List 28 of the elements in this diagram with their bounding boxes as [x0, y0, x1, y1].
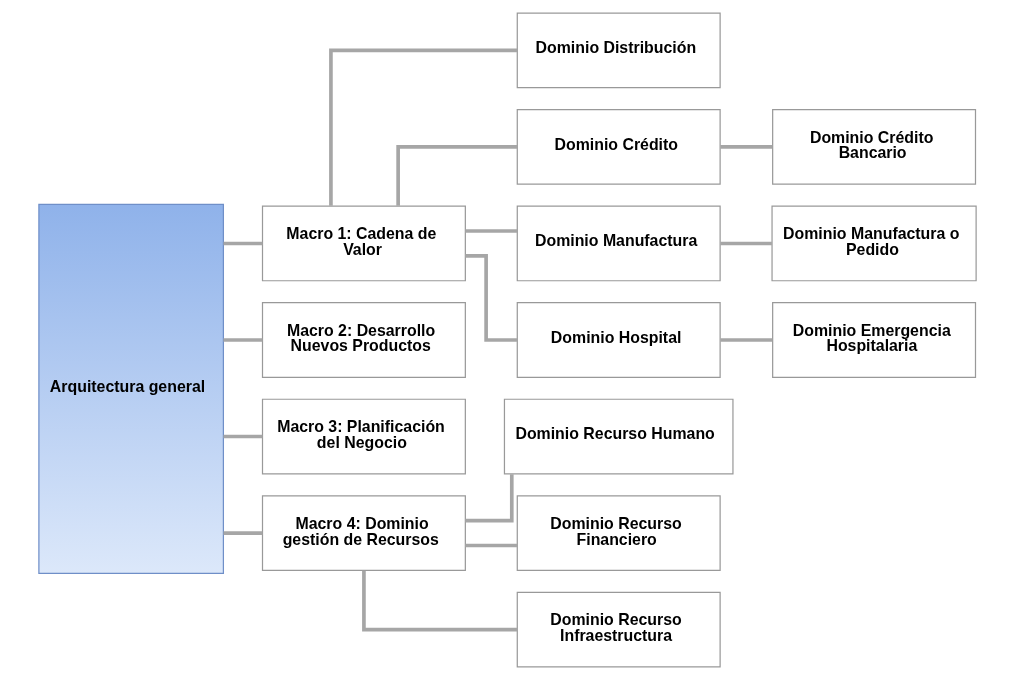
node-box: Macro 2: Desarrollo Nuevos Productos [261, 302, 466, 378]
node-box: Dominio Recurso Financiero [516, 495, 721, 571]
node-box: Dominio Crédito Bancario [772, 109, 977, 185]
connector [362, 570, 518, 632]
connector [465, 229, 518, 233]
node-box: Dominio Recurso Humano [503, 398, 734, 475]
connector [720, 338, 773, 342]
connector [329, 48, 518, 206]
connector [223, 434, 263, 439]
connector [223, 531, 263, 535]
node-box: Dominio Distribución [516, 12, 721, 89]
node-box: Macro 3: Planificación del Negocio [261, 398, 466, 475]
node-box: Dominio Manufactura [516, 205, 721, 282]
node-box: Arquitectura general [38, 203, 224, 574]
connector [465, 543, 518, 548]
connector [465, 474, 514, 523]
node-box: Dominio Recurso Infraestructura [516, 591, 721, 668]
node-box: Dominio Manufactura o Pedido [771, 205, 977, 282]
connector [223, 338, 263, 342]
node-box: Macro 1: Cadena de Valor [261, 205, 466, 282]
connector [396, 145, 518, 206]
node-box: Dominio Crédito [516, 109, 721, 185]
connector [720, 241, 772, 246]
node-box: Dominio Hospital [516, 302, 721, 378]
connector [720, 145, 773, 149]
node-box: Dominio Emergencia Hospitalaria [772, 302, 977, 378]
connector [223, 241, 263, 246]
node-box: Macro 4: Dominio gestión de Recursos [261, 495, 466, 571]
